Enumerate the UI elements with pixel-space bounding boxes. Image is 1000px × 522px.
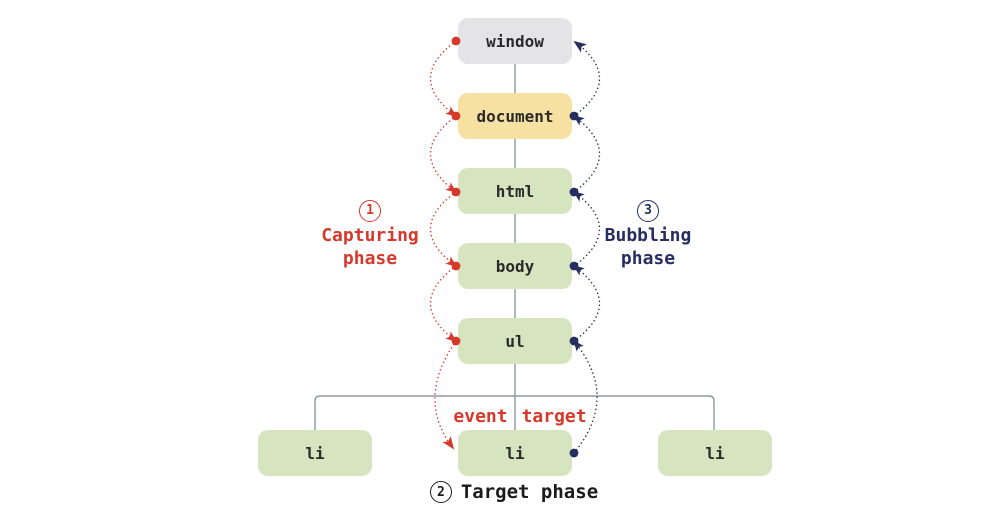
dom-node-html: html <box>458 168 572 214</box>
dom-node-document: document <box>458 93 572 139</box>
dom-node-body: body <box>458 243 572 289</box>
circled-number-1-icon: 1 <box>359 199 381 222</box>
bubbling-phase-text-line1: Bubbling <box>604 224 692 246</box>
bubbling-phase-label: 3 Bubbling phase <box>548 197 748 270</box>
event-target-word2: target <box>521 406 587 427</box>
target-phase-label: 2 Target phase <box>364 481 664 503</box>
dom-node-li-left: li <box>258 430 372 476</box>
event-target-word1: event <box>453 406 508 427</box>
tree-branch-line <box>314 395 715 430</box>
dom-node-ul: ul <box>458 318 572 364</box>
dom-node-window: window <box>458 18 572 64</box>
capturing-phase-label: 1 Capturing phase <box>270 197 470 270</box>
dom-node-li-target: li <box>458 430 572 476</box>
circled-number-3-icon: 3 <box>637 199 659 222</box>
target-phase-text: Target phase <box>460 481 599 503</box>
bubbling-phase-text-line2: phase <box>620 247 676 269</box>
capturing-phase-text-line1: Capturing <box>321 224 419 246</box>
event-target-label: event target <box>415 406 625 427</box>
circled-number-2-icon: 2 <box>429 481 452 503</box>
capturing-phase-text-line2: phase <box>342 247 398 269</box>
dom-node-li-right: li <box>658 430 772 476</box>
